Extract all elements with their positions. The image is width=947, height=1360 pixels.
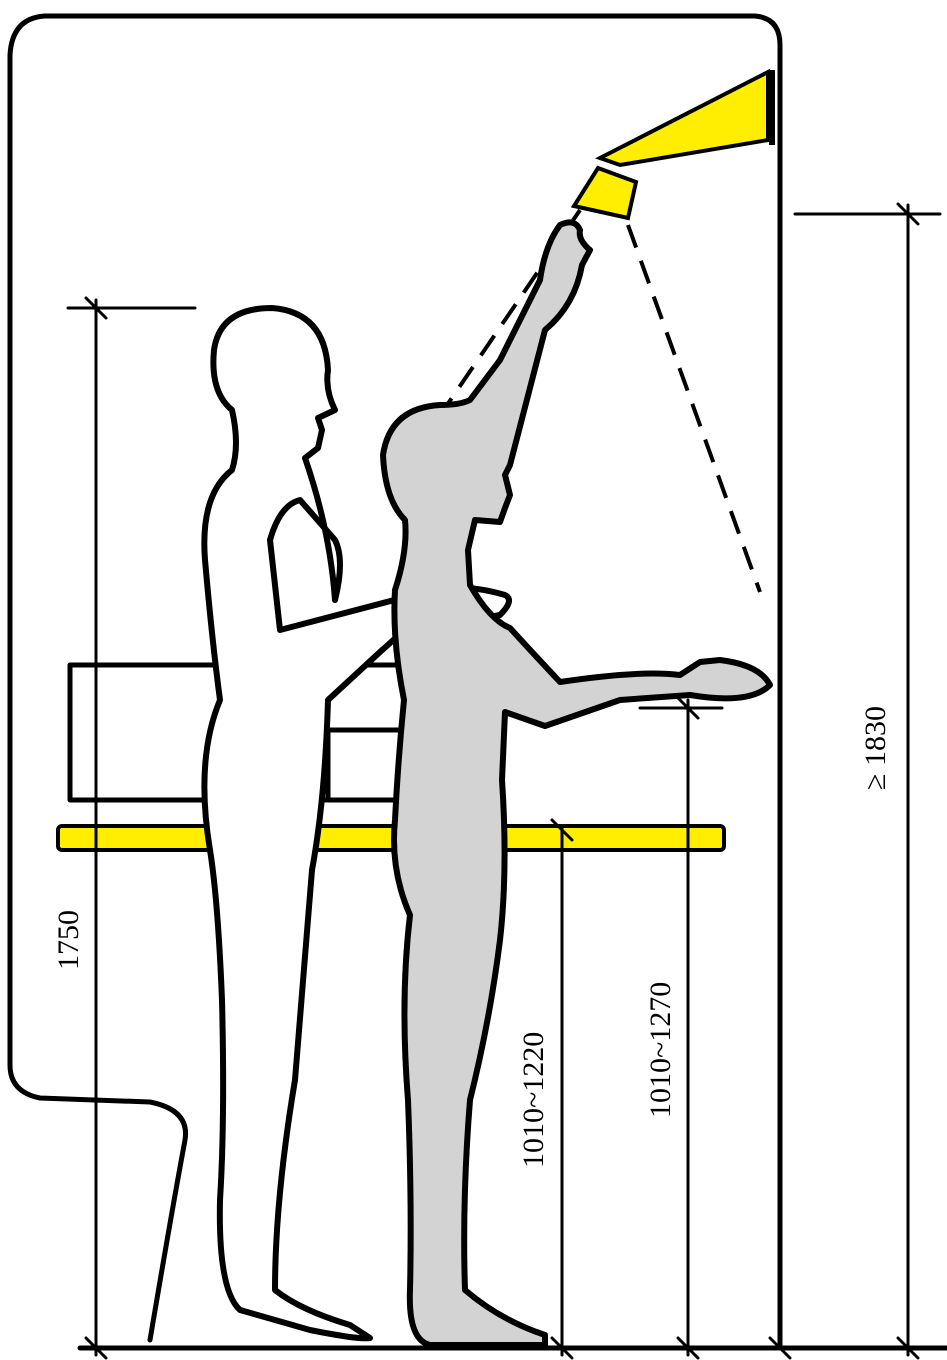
dimension-label-1010-1270: 1010~1270 <box>644 982 677 1118</box>
shower-head <box>570 68 775 221</box>
room-wall-outline <box>7 13 783 1343</box>
dimension-counter <box>550 818 574 1360</box>
dimension-hand <box>638 696 724 1360</box>
dimension-label-1010-1220: 1010~1220 <box>517 1032 550 1168</box>
spray-line-right <box>626 224 762 593</box>
wall-tick <box>768 1336 792 1360</box>
dimension-right <box>793 202 942 1360</box>
yellow-counter <box>56 824 726 852</box>
dimension-label-1750: 1750 <box>52 910 85 970</box>
child-figure <box>380 219 773 1348</box>
dimension-left <box>66 296 197 1360</box>
dimension-label-1830: ≥ 1830 <box>859 706 892 790</box>
adult-figure <box>201 305 512 1342</box>
